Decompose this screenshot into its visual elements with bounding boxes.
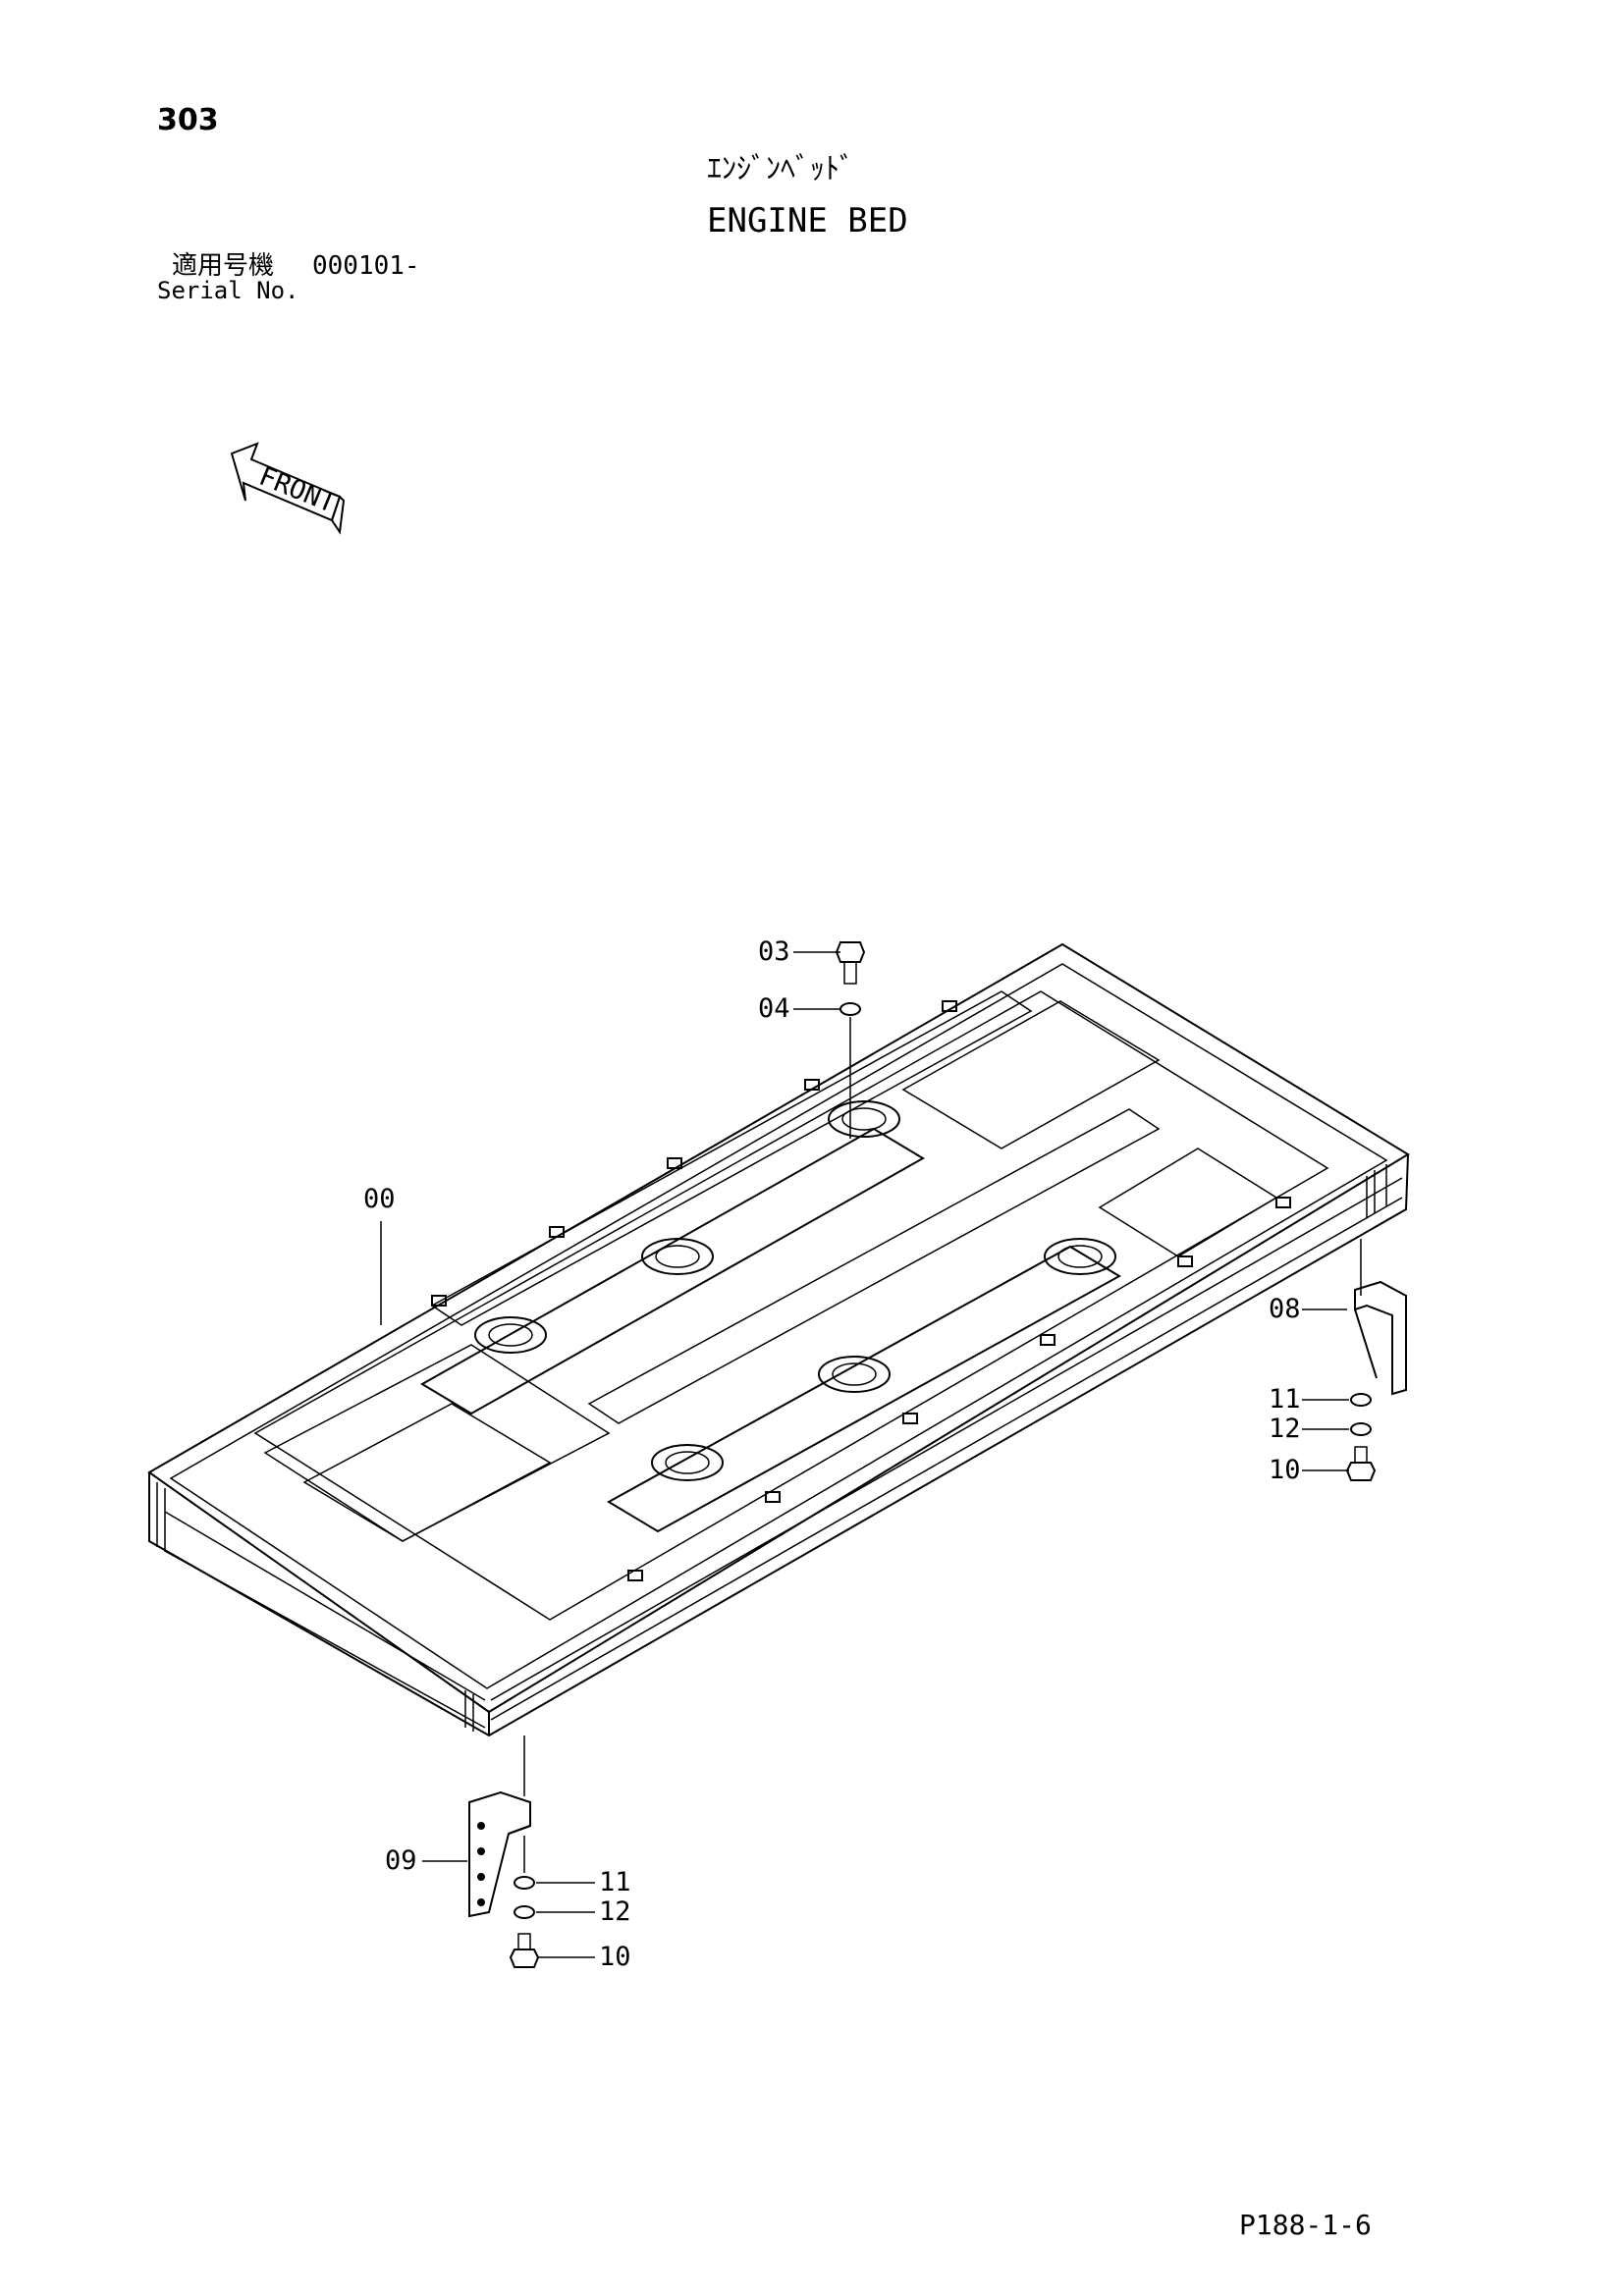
hex-bolt-icon <box>509 1933 540 1968</box>
page-number: 303 <box>157 103 219 137</box>
callout-12-right: 12 <box>1269 1414 1301 1444</box>
callout-09: 09 <box>385 1845 417 1876</box>
callout-03: 03 <box>758 936 790 967</box>
callout-11-left: 11 <box>599 1867 631 1897</box>
serial-value: 000101- <box>312 251 420 281</box>
callout-11-right: 11 <box>1269 1384 1301 1415</box>
flat-washer-icon <box>1350 1393 1372 1407</box>
callout-12-left: 12 <box>599 1896 631 1927</box>
callout-00: 00 <box>363 1184 396 1214</box>
bolt-icon <box>835 941 866 985</box>
edge-clips <box>431 1000 1291 1581</box>
serial-label-english: Serial No. <box>157 277 299 304</box>
washer-icon <box>839 1002 861 1016</box>
front-arrow-icon: FRONT <box>230 442 346 535</box>
serial-label-japanese: 適用号機 <box>172 251 275 281</box>
spring-washer-icon <box>1350 1422 1372 1436</box>
callout-08: 08 <box>1269 1294 1301 1324</box>
title-japanese: ｴﾝｼﾞﾝﾍﾞｯﾄﾞ <box>707 152 854 187</box>
figure-id: P188-1-6 <box>1239 2209 1372 2241</box>
spring-washer-icon <box>514 1905 535 1919</box>
title-english: ENGINE BED <box>707 201 908 240</box>
callout-04: 04 <box>758 993 790 1024</box>
callout-10-left: 10 <box>599 1942 631 1972</box>
engine-bed-frame <box>147 942 1410 1737</box>
bracket-left-icon <box>468 1790 531 1918</box>
hex-bolt-icon <box>1345 1446 1377 1481</box>
engine-mount-pads <box>474 1100 1116 1481</box>
bracket-right-icon <box>1354 1280 1407 1396</box>
front-arrow-label: FRONT <box>254 461 340 519</box>
callout-10-right: 10 <box>1269 1455 1301 1485</box>
flat-washer-icon <box>514 1876 535 1890</box>
